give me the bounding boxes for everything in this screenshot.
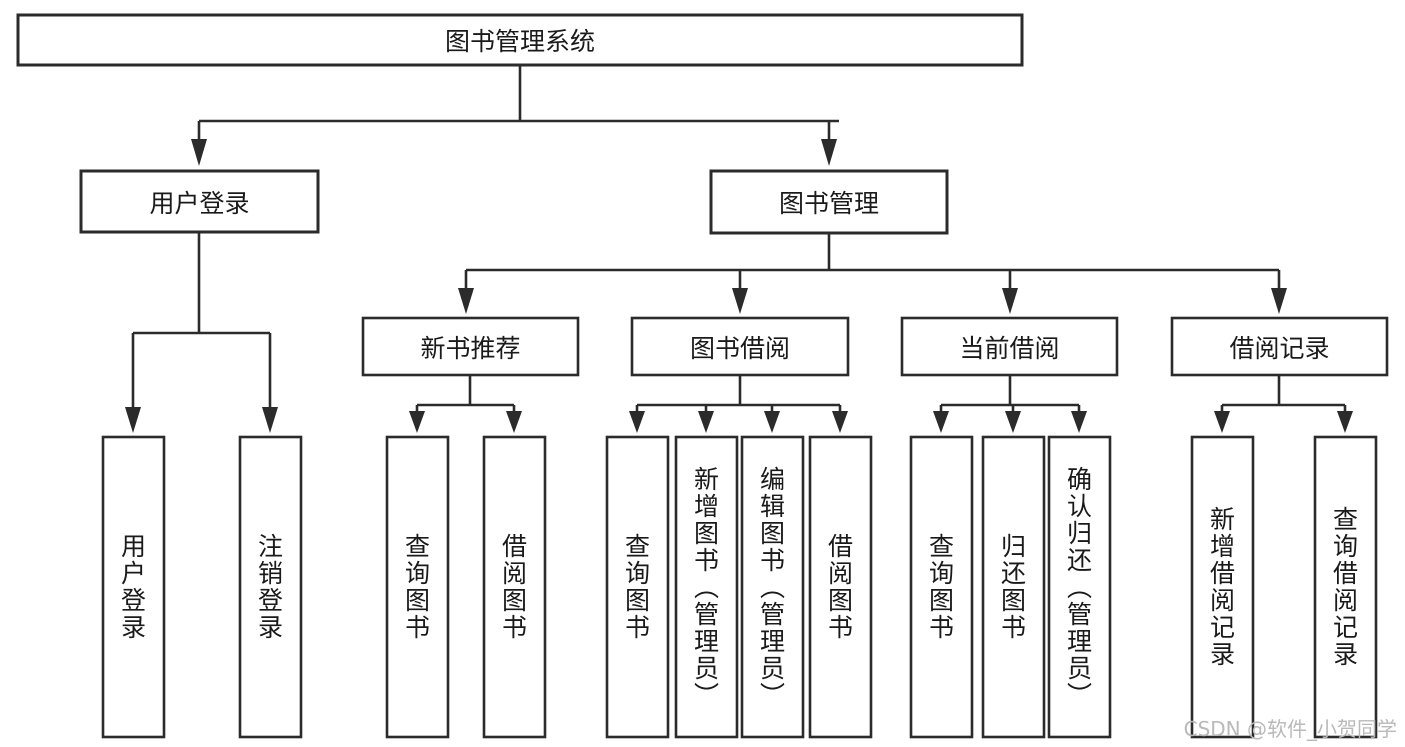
edge-newbook-to-leaves (409, 375, 522, 433)
node-borrow-record[interactable] (1170, 316, 1389, 377)
leaf-box-query-book-2[interactable] (605, 435, 670, 739)
leaf-box-borrow-book-2[interactable] (808, 435, 873, 739)
node-user-login[interactable] (79, 169, 320, 234)
node-new-book-recommend[interactable] (361, 316, 580, 377)
leaf-box-add-book-admin[interactable] (674, 435, 739, 739)
leaf-box-query-book-1[interactable] (385, 435, 450, 739)
leaf-box-edit-book-admin[interactable] (740, 435, 805, 739)
leaf-box-confirm-return-admin[interactable] (1047, 435, 1112, 739)
leaf-box-query-book-3[interactable] (909, 435, 974, 739)
edge-bookmgmt-to-level3 (458, 233, 1287, 314)
node-book-borrow[interactable] (630, 316, 850, 377)
leaf-box-return-book[interactable] (981, 435, 1046, 739)
leaf-box-borrow-book-1[interactable] (482, 435, 547, 739)
edge-record-to-leaves (1214, 375, 1353, 433)
leaf-box-logout[interactable] (238, 435, 303, 739)
leaf-box-user-login[interactable] (101, 435, 166, 739)
node-current-borrow[interactable] (900, 316, 1119, 377)
node-root[interactable] (16, 13, 1024, 67)
edge-root-to-level2 (191, 65, 839, 166)
node-book-management[interactable] (709, 169, 949, 235)
edge-userlogin-to-leaves (125, 232, 278, 433)
edge-current-to-leaves (933, 375, 1087, 433)
edge-borrow-to-leaves (629, 375, 848, 433)
leaf-box-add-borrow-record[interactable] (1190, 435, 1255, 739)
leaf-box-query-borrow-record[interactable] (1313, 435, 1378, 739)
